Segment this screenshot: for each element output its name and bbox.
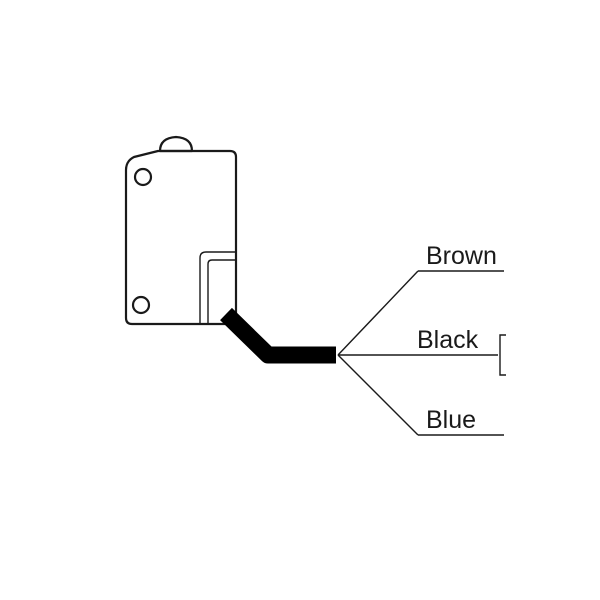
load-bracket: [499, 334, 506, 376]
cable-gland-inner: [207, 259, 236, 324]
cable-gland-outline: [199, 251, 236, 324]
sensor-top-bump: [158, 135, 194, 153]
wire-line-brown: [337, 270, 419, 356]
sensor-body: [124, 149, 238, 326]
mounting-hole-top: [133, 167, 153, 187]
mounting-hole-bottom: [131, 295, 151, 315]
wire-label-brown: Brown: [426, 242, 497, 270]
wire-line-blue: [337, 354, 419, 436]
wire-label-blue: Blue: [426, 406, 476, 434]
wire-label-black: Black: [417, 326, 479, 354]
sensor-cable: [220, 307, 336, 364]
